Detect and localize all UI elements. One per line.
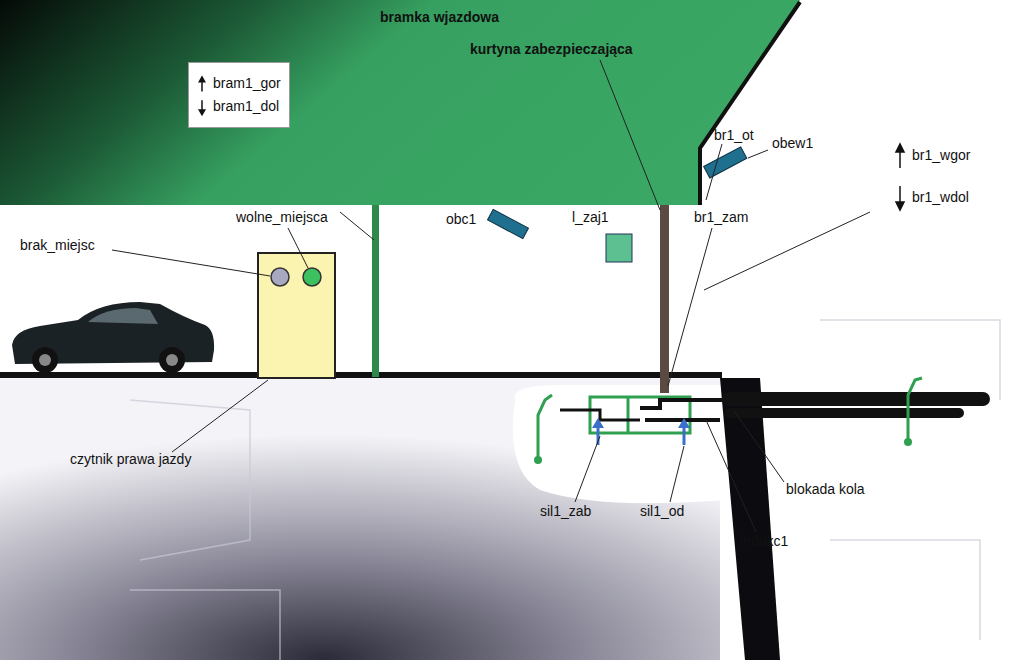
signal-name: bram1_dol bbox=[213, 98, 281, 115]
floor-region bbox=[0, 378, 720, 660]
curtain-arrows bbox=[896, 144, 904, 210]
mechanism bbox=[534, 378, 922, 464]
free-space-light bbox=[303, 268, 321, 286]
safety-curtain bbox=[660, 205, 669, 393]
signal-box: bram1_gor bram1_dol bbox=[188, 62, 290, 128]
occupied-light bbox=[606, 234, 632, 262]
ceiling-edge bbox=[700, 2, 800, 205]
signal-name: bram1_gor bbox=[213, 75, 281, 92]
car bbox=[12, 302, 214, 373]
part-label: obew1 bbox=[772, 136, 813, 151]
leader-lines bbox=[112, 60, 870, 532]
wheel-lock-plate bbox=[724, 408, 964, 418]
entry-gate bbox=[372, 205, 379, 377]
part-label: brak_miejsc bbox=[20, 238, 95, 253]
part-label: kurtyna zabezpieczająca bbox=[470, 42, 633, 57]
part-label: br1_ot bbox=[714, 128, 754, 143]
part-label: l_zaj1 bbox=[572, 210, 609, 225]
pit bbox=[513, 385, 725, 503]
part-label: czytnik prawa jazdy bbox=[70, 452, 191, 467]
part-label: sil1_zab bbox=[540, 504, 591, 519]
road-line bbox=[0, 372, 722, 378]
part-label: bramka wjazdowa bbox=[380, 10, 499, 25]
wheel-lock-plate bbox=[722, 392, 990, 406]
part-label: obc1 bbox=[446, 212, 476, 227]
part-label: sil1_od bbox=[640, 504, 684, 519]
part-label: blokada kola bbox=[786, 482, 865, 497]
part-label: br1_wdol bbox=[912, 190, 969, 205]
license-reader bbox=[258, 253, 335, 378]
direction-arrows bbox=[193, 63, 213, 129]
no-space-light bbox=[271, 268, 289, 286]
part-label: br1_zam bbox=[694, 210, 748, 225]
obew1-sensor bbox=[704, 147, 747, 178]
part-label: wolne_miejsca bbox=[236, 210, 328, 225]
part-label: indukc1 bbox=[740, 534, 788, 549]
obc1-sensor bbox=[488, 209, 529, 238]
part-label: br1_wgor bbox=[912, 148, 970, 163]
ceiling-band bbox=[0, 0, 800, 205]
